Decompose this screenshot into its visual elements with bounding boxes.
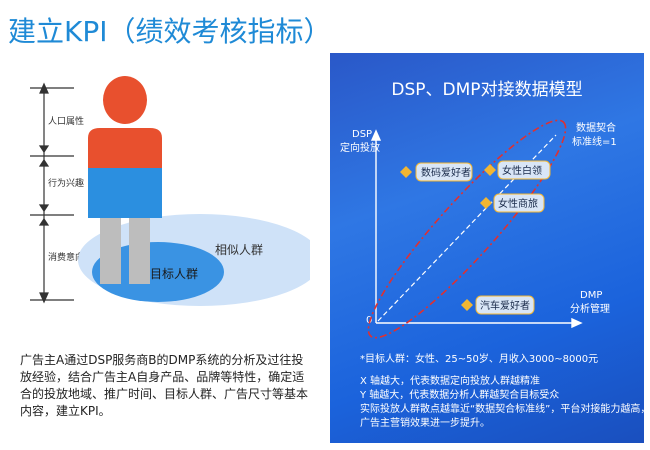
target-group-label: 目标人群 — [150, 267, 198, 281]
target-group-ellipse — [92, 242, 224, 302]
svg-text:汽车爱好者: 汽车爱好者 — [480, 299, 530, 312]
svg-text:女性商旅: 女性商旅 — [498, 197, 538, 210]
label-intent: 消费意向 — [48, 251, 84, 263]
note-target: *目标人群：女性、25~50岁、月收入3000~8000元 — [360, 354, 599, 365]
bracket — [30, 82, 74, 304]
person-icon — [88, 76, 162, 284]
point-auto: 汽车爱好者 — [461, 295, 535, 315]
y-axis-label-1: DSP — [352, 129, 372, 140]
origin-label: 0 — [366, 315, 372, 326]
data-model-panel: DSP、DMP对接数据模型 DSP 定向投放 DMP 分析管理 0 数据契合 标… — [330, 53, 650, 443]
baseline-line — [377, 134, 557, 322]
note-y: Y 轴越大，代表数据分析人群越契合目标受众 — [360, 390, 560, 401]
point-business-travel: 女性商旅 — [480, 193, 545, 213]
page-title: 建立KPI（绩效考核指标） — [8, 15, 332, 48]
person-figure: 人口属性 行为兴趣 消费意向 目标人群 相似人群 — [0, 60, 322, 330]
point-white-collar: 女性白领 — [484, 160, 551, 180]
note-fit: 实际投放人群散点越靠近“数据契合标准线”，平台对接能力越高， — [360, 404, 650, 415]
label-interest: 行为兴趣 — [48, 177, 84, 189]
panel-title: DSP、DMP对接数据模型 — [391, 80, 583, 100]
svg-text:数码爱好者: 数码爱好者 — [421, 166, 471, 179]
x-axis-label-1: DMP — [580, 290, 602, 301]
note-result: 广告主营销效果进一步提升。 — [360, 418, 490, 429]
similar-group-label: 相似人群 — [215, 243, 263, 257]
label-population: 人口属性 — [48, 115, 84, 127]
note-x: X 轴越大，代表数据定向投放人群越精准 — [360, 376, 541, 387]
panel-notes: *目标人群：女性、25~50岁、月收入3000~8000元 X 轴越大，代表数据… — [360, 353, 650, 431]
x-axis-label-2: 分析管理 — [570, 302, 610, 315]
baseline-label-1: 数据契合 — [576, 121, 616, 134]
svg-text:女性白领: 女性白领 — [502, 164, 542, 177]
description-text: 广告主A通过DSP服务商B的DMP系统的分析及过往投放经验，结合广告主A自身产品… — [20, 353, 309, 418]
point-digital: 数码爱好者 — [400, 162, 473, 182]
fit-ellipse — [367, 119, 567, 339]
y-axis-label-2: 定向投放 — [340, 141, 380, 154]
baseline-label-2: 标准线=1 — [572, 135, 617, 148]
